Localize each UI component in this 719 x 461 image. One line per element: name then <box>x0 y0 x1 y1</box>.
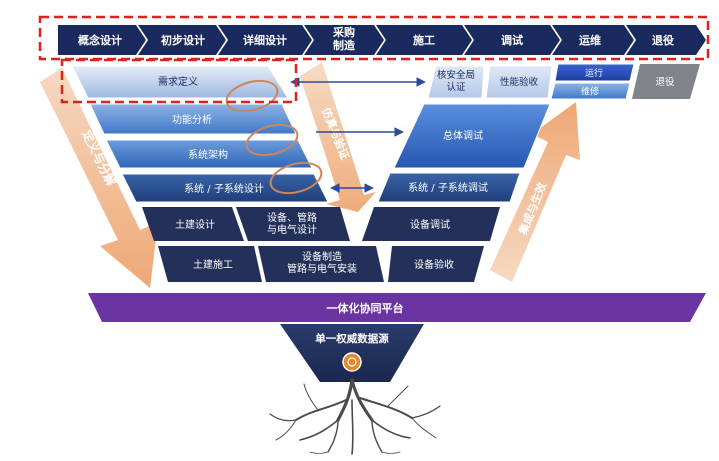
phase-commissioning <box>464 25 560 55</box>
requirement-highlight <box>60 58 298 104</box>
phase-concept <box>58 25 146 55</box>
block-label: 土建施工 <box>193 258 233 271</box>
block-label: 核安全局认证 <box>437 69 475 93</box>
block-nuclear-cert <box>427 65 485 99</box>
block-overall-debug <box>393 103 551 169</box>
block-label: 需求定义 <box>158 75 198 88</box>
phase-label: 采购制造 <box>332 25 356 52</box>
left-v: 需求定义 功能分析 系统架构 系统 / 子系统设计 土建设计 设备、管路与电气设… <box>71 65 384 282</box>
block-label: 设备调试 <box>410 218 450 231</box>
block-label: 设备制造管路与电气安装 <box>287 250 357 275</box>
phase-label: 施工 <box>413 33 435 47</box>
block-operation <box>554 63 635 82</box>
block-equipment-acceptance <box>388 246 484 282</box>
block-label: 总体调试 <box>443 129 483 142</box>
block-subsystem-debug <box>377 172 521 203</box>
phase-construction <box>376 25 472 55</box>
block-label: 退役 <box>655 76 675 88</box>
data-source-node-icon <box>342 352 362 372</box>
block-equipment-design <box>236 207 350 241</box>
data-source-funnel: 单一权威数据源 <box>280 324 424 382</box>
phase-ribbon: 概念设计 初步设计 详细设计 采购制造 施工 调试 运维 退役 <box>38 15 710 61</box>
block-label: 土建设计 <box>175 218 215 231</box>
right-v: 核安全局认证 性能验收 运行 维修 退役 总体调试 系统 / 子系统调试 设备调… <box>362 63 700 282</box>
phase-ribbon-highlight <box>38 15 710 61</box>
block-decommission <box>632 64 700 99</box>
data-source-label: 单一权威数据源 <box>315 332 389 345</box>
data-source-node-inner-icon <box>347 357 357 367</box>
block-label: 维修 <box>581 86 599 98</box>
phase-label: 详细设计 <box>243 33 287 47</box>
block-label: 设备验收 <box>414 258 454 271</box>
phase-label: 初步设计 <box>161 33 205 47</box>
phase-decommission <box>626 25 706 55</box>
phase-preliminary <box>138 25 226 55</box>
phase-label: 概念设计 <box>78 33 122 47</box>
block-equipment-debug <box>362 207 500 241</box>
block-subsystem-design <box>121 173 329 203</box>
block-civil-construction <box>158 246 262 282</box>
block-label: 系统架构 <box>188 148 228 161</box>
block-label: 设备、管路与电气设计 <box>267 211 317 236</box>
platform-bar: 一体化协同平台 <box>88 293 706 322</box>
block-label: 系统 / 子系统调试 <box>408 181 488 194</box>
block-architecture <box>105 139 313 169</box>
block-label: 功能分析 <box>172 113 212 126</box>
block-label: 性能验收 <box>500 76 539 88</box>
verification-links <box>290 77 426 193</box>
phase-procurement <box>304 25 384 55</box>
iteration-rings <box>225 79 323 195</box>
platform-label: 一体化协同平台 <box>327 301 404 315</box>
block-manufacture <box>258 246 384 282</box>
phase-label: 退役 <box>652 33 674 47</box>
block-civil-design <box>142 207 244 241</box>
roots-icon <box>269 378 441 455</box>
phase-label: 运维 <box>579 33 601 47</box>
block-label: 系统 / 子系统设计 <box>184 182 264 195</box>
phase-detailed <box>218 25 312 55</box>
block-maintenance <box>550 82 631 100</box>
block-performance <box>485 65 553 99</box>
phase-label: 调试 <box>501 33 523 47</box>
block-label: 运行 <box>585 67 603 79</box>
phase-operation <box>552 25 634 55</box>
